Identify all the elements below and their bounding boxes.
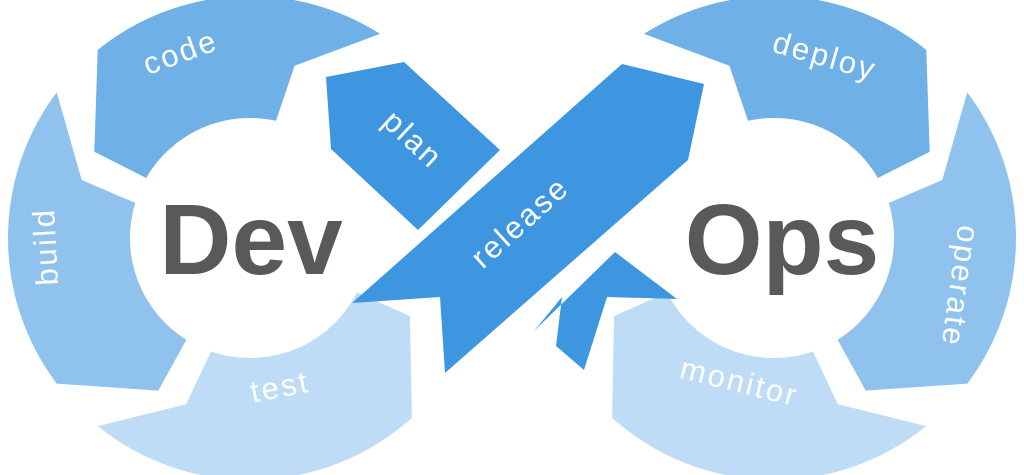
- monitor-to-plan-arrow-ribbon: [534, 252, 677, 370]
- build-segment: [7, 92, 187, 391]
- plan-ribbon: [326, 62, 500, 230]
- deploy-segment: [644, 0, 930, 178]
- monitor-segment: [612, 292, 927, 475]
- release-ribbon: [352, 64, 704, 373]
- loop-shapes-layer: [7, 0, 1017, 475]
- dev-title: Dev: [159, 184, 343, 296]
- ops-title: Ops: [685, 184, 879, 296]
- test-segment: [97, 292, 412, 475]
- operate-segment: [837, 92, 1017, 391]
- code-segment: [94, 0, 380, 178]
- build-label: build: [26, 207, 65, 287]
